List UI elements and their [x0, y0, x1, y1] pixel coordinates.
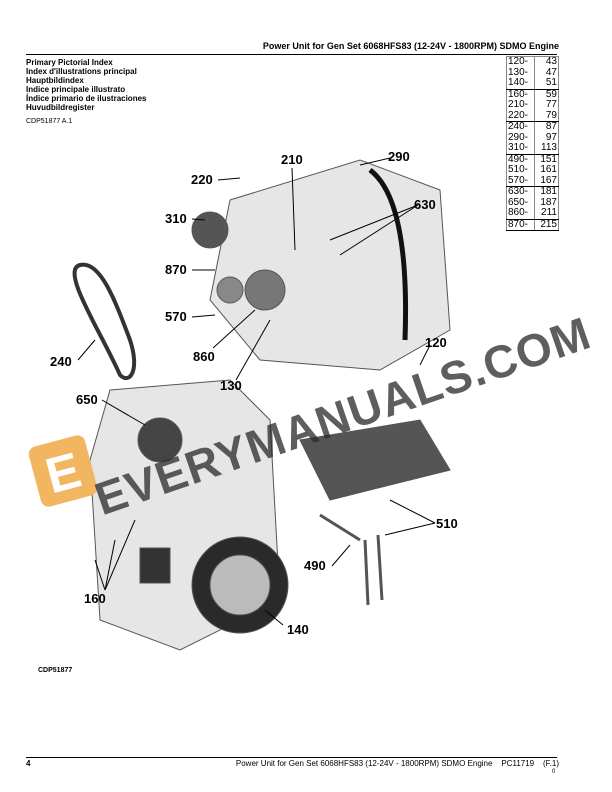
- callout-130: 130: [220, 378, 242, 393]
- page-index-row: 160-59: [505, 88, 559, 100]
- callout-510: 510: [436, 516, 458, 531]
- index-title-it: Indice principale illustrato: [26, 85, 126, 94]
- ref-number: 120-: [505, 56, 536, 68]
- ref-number: 630-: [505, 186, 536, 198]
- page-ref: 47: [534, 67, 559, 78]
- ref-number: 130-: [505, 67, 536, 78]
- page-index-row: 630-181: [505, 186, 559, 198]
- callout-140: 140: [287, 622, 309, 637]
- page-ref: 77: [534, 99, 559, 111]
- belt: [72, 262, 137, 380]
- index-title-en: Primary Pictorial Index: [26, 58, 113, 67]
- engine-block-upper: [209, 159, 451, 371]
- callout-290: 290: [388, 149, 410, 164]
- page-index-row: 210-77: [505, 99, 559, 111]
- index-title-de: Hauptbildindex: [26, 76, 84, 85]
- callout-650: 650: [76, 392, 98, 407]
- ref-number: 860-: [505, 207, 536, 220]
- callout-220: 220: [191, 172, 213, 187]
- callout-120: 120: [425, 335, 447, 350]
- page-ref: 59: [534, 88, 559, 100]
- page-ref: 187: [534, 197, 559, 208]
- ref-number: 490-: [505, 153, 536, 165]
- page-ref: 211: [534, 207, 559, 220]
- ref-number: 870-: [505, 218, 536, 231]
- ref-number: 510-: [505, 164, 536, 176]
- figure-ref: CDP51877 A.1: [26, 118, 73, 125]
- footer-rule: [26, 757, 557, 758]
- page-index-row: 240-87: [505, 121, 559, 133]
- page-ref: 87: [534, 121, 559, 133]
- callout-630: 630: [414, 197, 436, 212]
- ref-number: 210-: [505, 99, 536, 111]
- footer-title: Power Unit for Gen Set 6068HFS83 (12-24V…: [235, 759, 493, 768]
- page-index-row: 120-43: [505, 56, 559, 68]
- callout-210: 210: [281, 152, 303, 167]
- footer-revision: (F.1): [543, 759, 559, 768]
- page-number: 4: [26, 759, 31, 768]
- callout-870: 870: [165, 262, 187, 277]
- figure-code: CDP51877: [38, 667, 73, 674]
- footer-info: Power Unit for Gen Set 6068HFS83 (12-24V…: [236, 759, 559, 768]
- callout-160: 160: [84, 591, 106, 606]
- ref-number: 240-: [505, 121, 536, 133]
- pulley: [244, 269, 286, 311]
- page-header-title: Power Unit for Gen Set 6068HFS83 (12-24V…: [262, 41, 559, 51]
- ref-number: 160-: [505, 88, 536, 100]
- index-titles: Primary Pictorial Index Index d'illustra…: [26, 58, 146, 112]
- index-title-fr: Index d'illustrations principal: [26, 67, 137, 76]
- page-index-row: 290-97: [505, 132, 559, 143]
- callout-570: 570: [165, 309, 187, 324]
- footer-mark: 0: [552, 769, 556, 775]
- callout-490: 490: [304, 558, 326, 573]
- hose: [368, 168, 409, 341]
- page-index-row: 860-211: [505, 207, 559, 220]
- page-index-row: 870-215: [505, 218, 559, 231]
- page-ref: 161: [534, 164, 559, 176]
- page-ref: 43: [534, 56, 559, 68]
- callout-860: 860: [193, 349, 215, 364]
- page-ref: 181: [534, 186, 559, 198]
- footer-doc-id: PC11719: [501, 759, 535, 768]
- page-index-row: 130-47: [505, 67, 559, 78]
- index-title-es: Índice primario de ilustraciones: [26, 94, 147, 103]
- index-title-sv: Huvudbildregister: [26, 103, 95, 112]
- page-ref: 97: [534, 132, 559, 143]
- callout-240: 240: [50, 354, 72, 369]
- page-index-row: 510-161: [505, 164, 559, 176]
- header-rule: [26, 54, 557, 55]
- page-ref: 151: [534, 153, 559, 165]
- cylinder-head: [299, 419, 451, 501]
- callout-310: 310: [165, 211, 187, 226]
- page-ref: 215: [534, 218, 559, 231]
- page-index-row: 650-187: [505, 197, 559, 208]
- alternator: [191, 211, 229, 249]
- ref-number: 290-: [505, 132, 536, 143]
- page-index-row: 490-151: [505, 153, 559, 165]
- ref-number: 650-: [505, 197, 536, 208]
- watermark-logo-letter: E: [39, 441, 87, 505]
